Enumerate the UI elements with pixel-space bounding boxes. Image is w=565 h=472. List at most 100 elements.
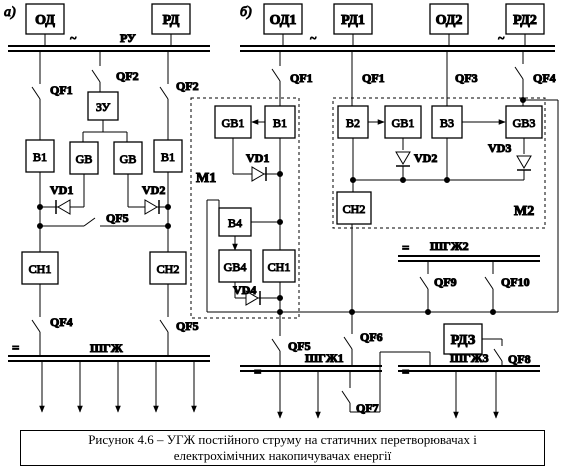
a-ac-symbol: ~ [70, 31, 77, 45]
b-vd2-diode: VD2 [395, 151, 438, 180]
svg-text:QF9: QF9 [434, 275, 457, 289]
b-rd2-block: РД2 [505, 3, 545, 35]
b-ac-symbol-1: ~ [310, 31, 317, 45]
svg-text:QF5: QF5 [176, 319, 199, 333]
a-qf2-center-breaker: QF2 [91, 51, 139, 92]
b-gb4-block: GB4 [218, 249, 252, 283]
a-dc-symbol: = [12, 340, 19, 355]
b-qf1-right-breaker: QF1 [351, 51, 385, 106]
b-qf5-breaker: QF5 [271, 330, 311, 366]
svg-text:СН2: СН2 [157, 262, 180, 276]
svg-text:ШГЖ2: ШГЖ2 [430, 239, 469, 253]
b-dc-symbol-2: = [402, 240, 409, 255]
a-ch1-block: СН1 [21, 251, 59, 285]
svg-text:QF4: QF4 [533, 71, 556, 85]
b-bus1-feeders [277, 371, 321, 419]
b-qf3-breaker: QF3 [446, 51, 478, 106]
svg-text:В4: В4 [228, 216, 242, 230]
b-ac-bus: ~ ~ [240, 31, 555, 52]
b-b4-block: В4 [218, 207, 252, 237]
a-gb-left-block: GB [69, 141, 99, 175]
section-a-label: а) [4, 5, 16, 20]
svg-text:GB: GB [76, 152, 93, 166]
b-b3-block: В3 [431, 105, 463, 139]
svg-text:VD2: VD2 [414, 151, 437, 165]
caption-line-1: Рисунок 4.6 – УГЖ постійного струму на с… [88, 432, 477, 447]
section-b-label: б) [240, 5, 252, 20]
figure-caption: Рисунок 4.6 – УГЖ постійного струму на с… [20, 430, 545, 466]
svg-text:VD4: VD4 [233, 283, 256, 297]
b-vd4-diode: VD4 [233, 283, 283, 306]
a-ch2-block: СН2 [149, 251, 187, 285]
svg-text:ШГЖ: ШГЖ [90, 341, 123, 355]
svg-text:В1: В1 [273, 116, 287, 130]
a-b1-left-block: В1 [25, 139, 55, 173]
svg-text:GB3: GB3 [513, 116, 536, 130]
a-rd-block: РД [151, 3, 191, 35]
b-vd1-diode: VD1 [233, 151, 283, 182]
b-module-m1-label: М1 [196, 171, 216, 186]
b-vd3-diode: VD3 [488, 141, 532, 180]
svg-text:GB1: GB1 [222, 116, 245, 130]
svg-text:РД2: РД2 [513, 13, 537, 28]
svg-text:QF7: QF7 [356, 401, 379, 415]
svg-text:VD1: VD1 [50, 183, 73, 197]
b-qf1-left-breaker: QF1 [271, 51, 313, 106]
svg-text:РДЗ: РДЗ [451, 333, 475, 348]
svg-text:В2: В2 [346, 116, 360, 130]
b-b2-block: В2 [337, 105, 369, 139]
svg-text:VD3: VD3 [488, 141, 511, 155]
svg-text:GB1: GB1 [392, 116, 415, 130]
section-a: а) ОД РД ~ РУ QF1 [4, 3, 210, 413]
b-gb1-m2-block: GB1 [384, 105, 422, 139]
svg-text:QF4: QF4 [50, 315, 73, 329]
b-module-m2-frame [332, 97, 546, 229]
a-qf5-breaker: QF5 [159, 284, 199, 356]
a-ru-bus: ~ РУ [8, 31, 210, 52]
a-vd1-diode: VD1 [37, 183, 84, 215]
svg-text:QF2: QF2 [116, 69, 139, 83]
b-qf7-tie-breaker: QF7 [341, 351, 431, 416]
svg-text:GB: GB [120, 152, 137, 166]
svg-text:ШГЖ3: ШГЖ3 [450, 351, 489, 365]
b-rd1-block: РД1 [333, 3, 373, 35]
b-qf4-breaker: QF4 [514, 51, 556, 106]
b-qf9-breaker: QF9 [419, 261, 457, 315]
svg-text:QF3: QF3 [455, 71, 478, 85]
svg-text:VD1: VD1 [246, 151, 269, 165]
caption-line-2: електрохімічних накопичувачах енергії [173, 448, 392, 463]
b-dc-bus-3: = ШГЖ3 [398, 351, 540, 380]
svg-text:VD2: VD2 [142, 183, 165, 197]
a-od-block: ОД [25, 3, 65, 35]
b-qf10-breaker: QF10 [484, 261, 530, 315]
b-module-m1-frame [190, 97, 300, 319]
svg-text:QF10: QF10 [501, 275, 530, 289]
svg-text:QF6: QF6 [360, 330, 383, 344]
b-module-m2-label: М2 [514, 204, 534, 219]
a-gb-right-block: GB [113, 141, 143, 175]
b-rd3-block: РДЗ [443, 323, 483, 355]
svg-text:QF1: QF1 [290, 71, 313, 85]
section-b: б) ОД1 РД1 ОД2 РД2 ~ ~ [190, 3, 559, 419]
b-qf6-breaker: QF6 [343, 330, 383, 366]
b-ac-symbol-2: ~ [498, 31, 505, 45]
a-b1-right-block: В1 [153, 139, 183, 173]
b-od2-block: ОД2 [429, 3, 469, 35]
a-feeders [39, 361, 197, 413]
b-dc-bus-1: = ШГЖ1 [240, 351, 382, 380]
svg-text:QF8: QF8 [508, 352, 531, 366]
svg-text:ОД: ОД [35, 13, 55, 28]
b-dc-symbol-1: = [254, 364, 261, 379]
b-bus3-feeders [453, 371, 499, 419]
svg-text:В1: В1 [33, 150, 47, 164]
a-charger-zu-block: ЗУ [87, 91, 119, 121]
a-qf5-tie-breaker: QF5 [37, 211, 171, 229]
svg-text:ЗУ: ЗУ [96, 100, 111, 114]
b-gb1-m1-block: GB1 [214, 105, 252, 139]
a-qf4-breaker: QF4 [31, 284, 73, 356]
b-b1-block: В1 [264, 105, 296, 139]
svg-text:ОД2: ОД2 [436, 13, 463, 28]
svg-text:QF2: QF2 [176, 79, 199, 93]
svg-text:РД1: РД1 [341, 13, 365, 28]
b-ch1-block: СН1 [262, 249, 296, 283]
